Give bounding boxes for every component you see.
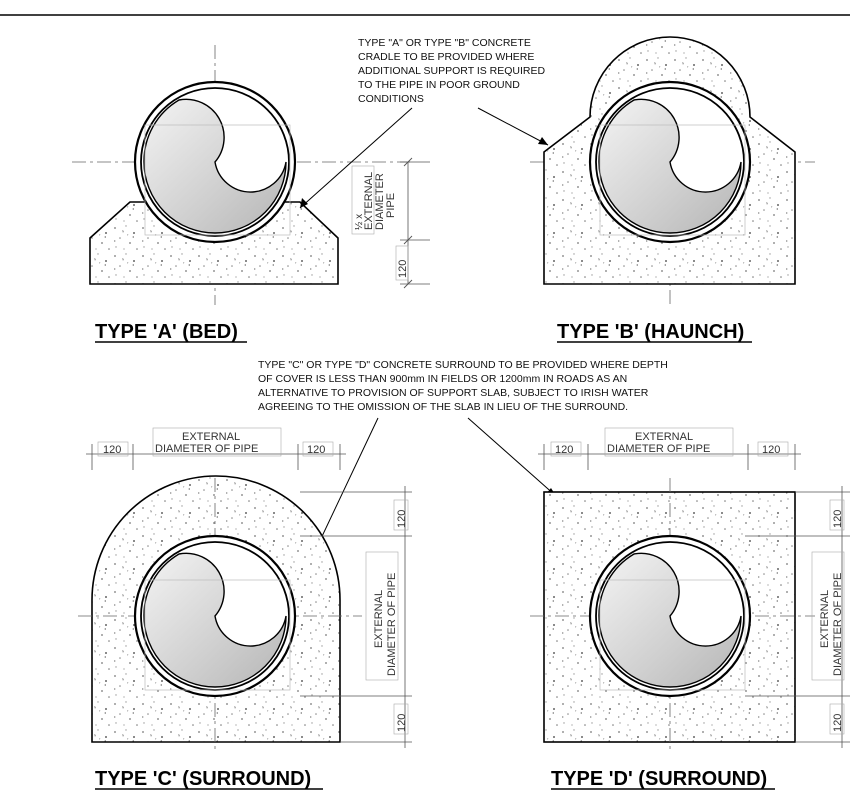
dim-d-120-top: 120: [832, 510, 844, 528]
dim-d-120-left: 120: [555, 444, 573, 456]
dim-c-120-left: 120: [103, 444, 121, 456]
type-a-pipe-inner: [140, 87, 290, 237]
note-cd-line-4: AGREEING TO THE OMISSION OF THE SLAB IN …: [258, 401, 628, 413]
dim-c-v-external: EXTERNAL: [373, 590, 385, 648]
leader-to-type-b: [477, 107, 549, 146]
dim-d-diameter: DIAMETER OF PIPE: [607, 443, 710, 455]
note-ab-line-4: TO THE PIPE IN POOR GROUND: [358, 79, 520, 91]
type-d-flow-yin: [598, 552, 742, 688]
dim-c-diameter: DIAMETER OF PIPE: [155, 443, 258, 455]
dim-c-120-top: 120: [396, 510, 408, 528]
note-cd: TYPE "C" OR TYPE "D" CONCRETE SURROUND T…: [258, 359, 668, 567]
dim-diameter-label: DIAMETER: [374, 173, 386, 230]
title-type-b: TYPE 'B' (HAUNCH): [557, 321, 744, 343]
note-ab-line-5: CONDITIONS: [358, 93, 424, 105]
dim-d-120-bottom: 120: [832, 714, 844, 732]
type-a-dimensions: ½ x EXTERNAL DIAMETER PIPE 120: [351, 157, 430, 289]
type-c-flow-yin: [143, 552, 287, 688]
dim-d-v-diameter: DIAMETER OF PIPE: [832, 573, 844, 676]
type-a-flow-yin: [143, 98, 287, 234]
dim-d-external: EXTERNAL: [635, 431, 693, 443]
type-b-ref-box: [599, 124, 746, 236]
dim-d-120-right: 120: [762, 444, 780, 456]
note-cd-line-1: TYPE "C" OR TYPE "D" CONCRETE SURROUND T…: [258, 359, 668, 371]
title-type-c: TYPE 'C' (SURROUND): [95, 768, 311, 790]
type-a-detail: [72, 45, 410, 305]
leader-to-type-a: [299, 107, 413, 209]
note-cd-line-2: OF COVER IS LESS THAN 900mm IN FIELDS OR…: [258, 373, 627, 385]
note-ab: TYPE "A" OR TYPE "B" CONCRETE CRADLE TO …: [299, 37, 549, 209]
type-d-detail: 120 EXTERNAL DIAMETER OF PIPE 120 120 EX…: [530, 427, 850, 750]
dim-c-v-diameter: DIAMETER OF PIPE: [386, 573, 398, 676]
type-c-detail: 120 EXTERNAL DIAMETER OF PIPE 120 120 EX…: [78, 427, 412, 750]
note-ab-line-3: ADDITIONAL SUPPORT IS REQUIRED: [358, 65, 546, 77]
type-c-ref-box: [144, 579, 291, 691]
dim-half-x-label: ½ x: [354, 214, 365, 230]
type-b-flow-yin: [598, 98, 742, 234]
dim-external-label: EXTERNAL: [363, 172, 375, 230]
note-ab-line-2: CRADLE TO BE PROVIDED WHERE: [358, 51, 534, 63]
title-type-a: TYPE 'A' (BED): [95, 321, 238, 343]
dim-pipe-label: PIPE: [385, 193, 397, 218]
type-a-ref-box: [144, 124, 291, 236]
dim-a-120: 120: [397, 260, 409, 278]
title-type-d: TYPE 'D' (SURROUND): [551, 768, 767, 790]
note-ab-line-1: TYPE "A" OR TYPE "B" CONCRETE: [358, 37, 531, 49]
dim-c-120-bottom: 120: [396, 714, 408, 732]
type-b-pipe-inner: [595, 87, 745, 237]
leader-to-type-d: [467, 417, 557, 497]
dim-c-120-right: 120: [307, 444, 325, 456]
dim-d-v-external: EXTERNAL: [819, 590, 831, 648]
type-b-detail: [530, 36, 815, 305]
type-d-ref-box: [599, 579, 746, 691]
dim-c-external: EXTERNAL: [182, 431, 240, 443]
note-cd-line-3: ALTERNATIVE TO PROVISION OF SUPPORT SLAB…: [258, 387, 649, 399]
